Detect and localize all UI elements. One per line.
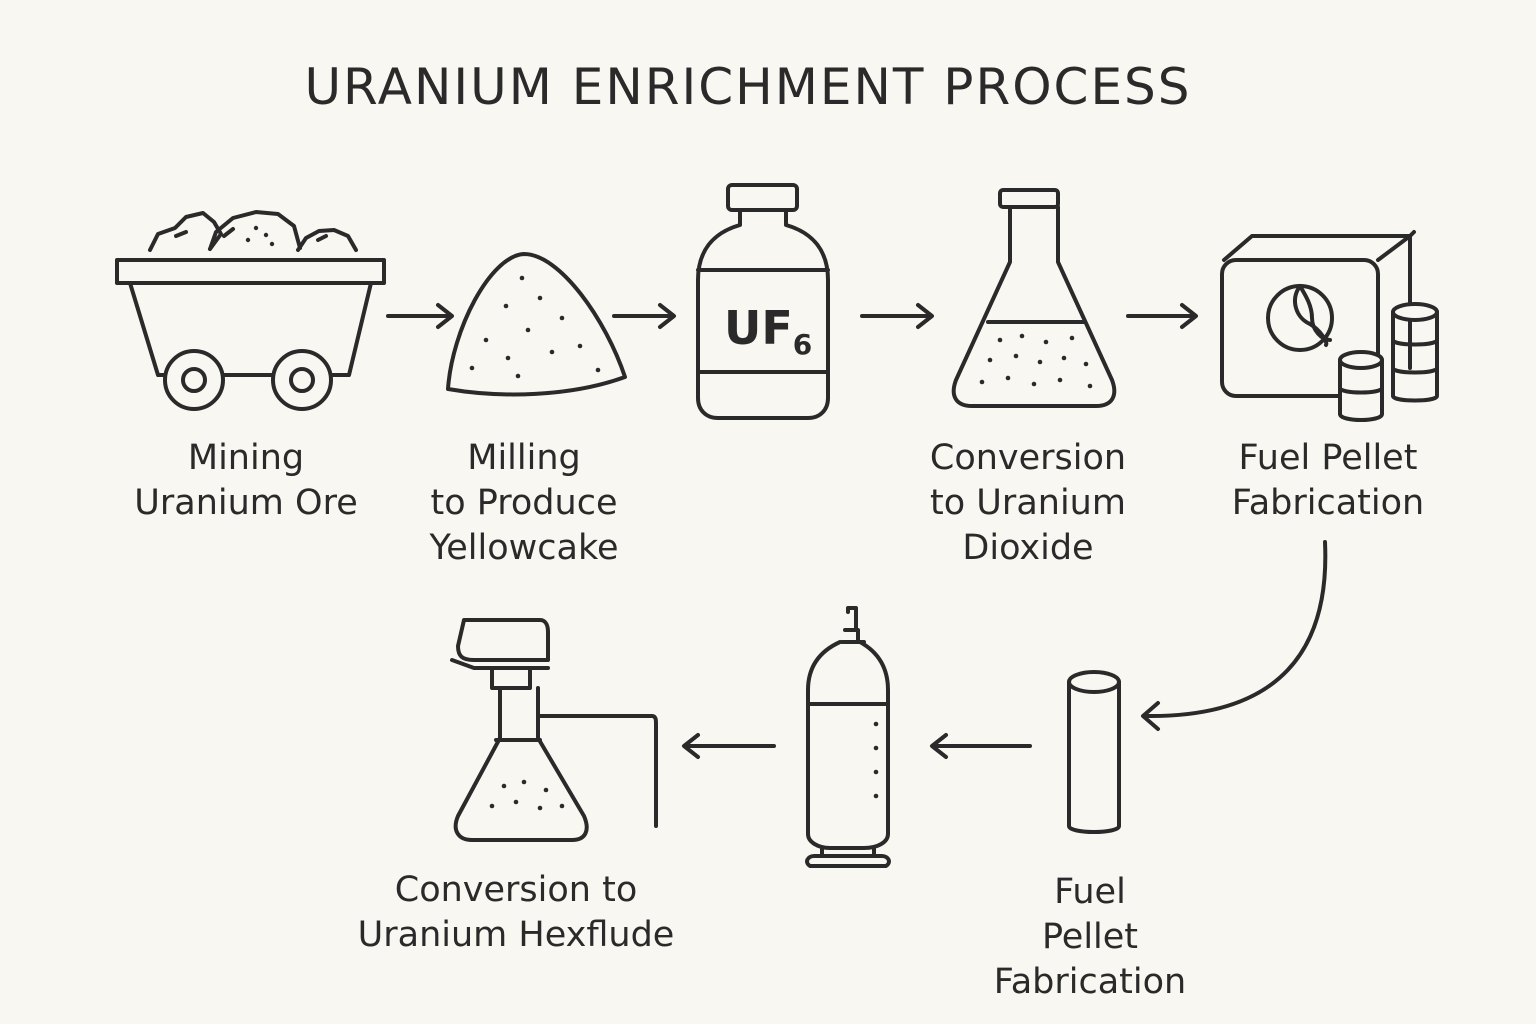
uf6-subscript: 6 <box>793 328 812 361</box>
yellowcake-pile-icon <box>446 252 627 397</box>
step-label-pellet-fabrication: Fuel Pellet Fabrication <box>1231 438 1425 523</box>
arrow-mining-to-milling <box>386 303 454 329</box>
diagram-title: URANIUM ENRICHMENT PROCESS <box>304 58 1192 116</box>
arrow-milling-to-uf6 <box>612 303 676 329</box>
step-label-milling: Milling to Produce Yellowcake <box>429 438 619 568</box>
arrow-rod-to-cylinder <box>930 733 1032 759</box>
step-label-conversion-dioxide: Conversion to Uranium Dioxide <box>929 438 1127 568</box>
gas-cylinder-icon <box>805 606 891 868</box>
erlenmeyer-flask-icon <box>951 188 1117 408</box>
uf6-bottle-icon <box>696 183 830 420</box>
step-label-fuel-pellet-fabrication: Fuel Pellet Fabrication <box>993 872 1187 1002</box>
step-label-mining: Mining Uranium Ore <box>134 438 358 523</box>
step-label-conversion-hexflude: Conversion to Uranium Hexflude <box>357 870 675 955</box>
arrow-fabrication-curve <box>1141 540 1328 731</box>
fuel-rod-icon <box>1067 670 1121 834</box>
arrow-conversion-to-fabrication <box>1126 303 1198 329</box>
uf6-label: UF6 <box>724 301 812 361</box>
uf6-formula: UF <box>724 301 793 355</box>
arrow-cylinder-to-flask <box>682 733 776 759</box>
mine-cart-icon <box>115 210 386 411</box>
arrow-uf6-to-conversion <box>860 303 934 329</box>
distillation-flask-icon <box>450 618 658 842</box>
pellet-press-icon <box>1220 230 1439 422</box>
